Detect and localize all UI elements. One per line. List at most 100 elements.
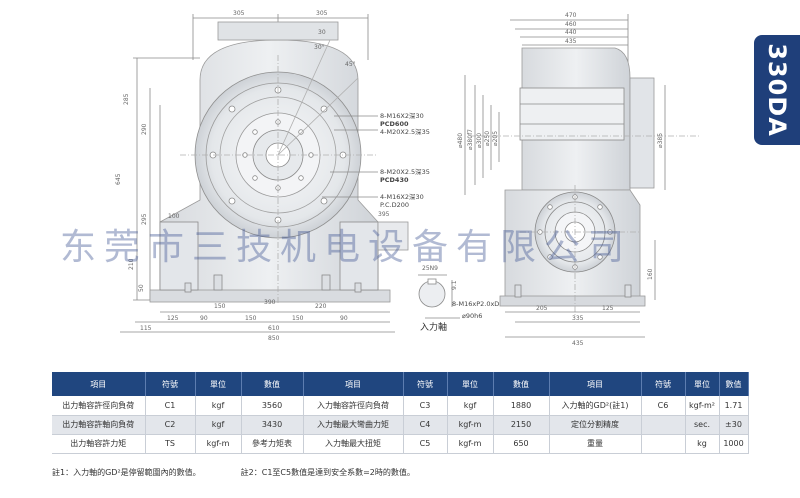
table-cell: 參考力矩表 (241, 434, 304, 454)
table-cell: 出力軸容許力矩 (52, 434, 146, 454)
footnotes: 註1：入力軸的GD²是停留範圍內的數值。 註2：C1至C5數值是達到安全系數=2… (52, 467, 415, 478)
header-item-2: 項目 (303, 372, 404, 396)
table-cell: 1880 (493, 396, 550, 416)
header-value-3: 數值 (719, 372, 749, 396)
table-cell: kg (685, 434, 720, 454)
dim-150-right: 150 (292, 315, 304, 322)
callout-8-m16: 8-M16X2深30 (380, 111, 424, 120)
header-unit-1: 單位 (195, 372, 242, 396)
model-number: 330DA (763, 43, 791, 137)
dim-435-bottom: 435 (572, 340, 584, 347)
dim-220: 220 (315, 303, 327, 310)
dim-30deg: 30° (314, 44, 325, 51)
dim-d385: ⌀385 (657, 133, 664, 148)
dim-150-left: 150 (245, 315, 257, 322)
dim-d205: ⌀205 (492, 131, 499, 146)
table-cell: kgf-m² (685, 396, 720, 416)
dim-150-top: 150 (214, 303, 226, 310)
table-cell: 3560 (241, 396, 304, 416)
dim-115: 115 (140, 325, 152, 332)
header-symbol-3: 符號 (641, 372, 686, 396)
header-value-2: 數值 (493, 372, 550, 396)
spec-table-header: 項目 符號 單位 數值 項目 符號 單位 數值 項目 符號 單位 數值 (52, 372, 749, 396)
dim-335: 335 (572, 315, 584, 322)
table-cell: C5 (403, 434, 448, 454)
table-cell: kgf (195, 415, 242, 435)
table-cell: C6 (641, 396, 686, 416)
dim-390: 390 (264, 299, 276, 306)
table-cell: 入力軸最大彎曲力矩 (303, 415, 404, 435)
dim-460: 460 (565, 21, 577, 28)
dim-285: 285 (123, 93, 130, 105)
dim-290: 290 (141, 123, 148, 135)
header-unit-3: 單位 (685, 372, 720, 396)
callout-90h6: ⌀90h6 (462, 312, 482, 320)
table-row: 出力軸容許力矩 TS kgf-m 參考力矩表 入力軸最大扭矩 C5 kgf-m … (52, 434, 749, 454)
callout-pcd200: P.C.D200 (380, 201, 409, 209)
table-cell: TS (145, 434, 196, 454)
header-item-1: 項目 (52, 372, 146, 396)
table-row: 出力軸容許徑向負荷 C1 kgf 3560 入力軸容許徑向負荷 C3 kgf 1… (52, 396, 749, 416)
table-cell: 3430 (241, 415, 304, 435)
note-2: 註2：C1至C5數值是達到安全系數=2時的數值。 (240, 468, 415, 477)
callout-4-m20: 4-M20X2.5深35 (380, 127, 430, 136)
dim-d300: ⌀300 (476, 133, 483, 148)
dim-305-left: 305 (233, 10, 245, 17)
dim-125-right: 125 (602, 305, 614, 312)
table-cell: 入力軸容許徑向負荷 (303, 396, 404, 416)
table-cell: C4 (403, 415, 448, 435)
dim-395: 395 (378, 211, 390, 218)
dim-90-left: 90 (200, 315, 208, 322)
callouts: 8-M16X2深30 PCD600 4-M20X2.5深35 8-M20X2.5… (380, 111, 430, 209)
dim-205-bottom: 205 (536, 305, 548, 312)
dim-470: 470 (565, 12, 577, 19)
callout-8-m16xp2: 8-M16xP2.0xDP30 (452, 300, 512, 308)
table-cell: C3 (403, 396, 448, 416)
callout-8-m20: 8-M20X2.5深35 (380, 167, 430, 176)
front-view-dimensions: 305 305 30 30° 45° 285 290 645 210 295 1… (115, 10, 390, 342)
dim-30: 30 (318, 29, 326, 36)
side-view (464, 14, 700, 338)
dim-160: 160 (647, 268, 654, 280)
table-cell: 2150 (493, 415, 550, 435)
table-cell: 1000 (719, 434, 749, 454)
dim-125: 125 (167, 315, 179, 322)
table-cell: 出力軸容許軸向負荷 (52, 415, 146, 435)
table-cell: 重量 (549, 434, 642, 454)
table-cell: C1 (145, 396, 196, 416)
dim-850: 850 (268, 335, 280, 342)
table-cell: sec. (685, 415, 720, 435)
drawing-svg: 305 305 30 30° 45° 285 290 645 210 295 1… (115, 10, 700, 347)
table-cell: 定位分割精度 (549, 415, 642, 435)
dim-100: 100 (168, 213, 180, 220)
dim-45deg: 45° (345, 61, 356, 68)
dim-610: 610 (268, 325, 280, 332)
header-symbol-2: 符號 (403, 372, 448, 396)
input-shaft-detail: 25N9 9.1 8-M16xP2.0xDP30 ⌀90h6 (418, 265, 512, 320)
dim-9-1: 9.1 (451, 280, 458, 290)
dim-25n9: 25N9 (422, 265, 438, 272)
callout-pcd430: PCD430 (380, 176, 409, 184)
header-item-3: 項目 (549, 372, 642, 396)
table-cell (641, 434, 686, 454)
dim-d250: ⌀250 (484, 131, 491, 146)
table-cell: ±30 (719, 415, 749, 435)
dim-440: 440 (565, 29, 577, 36)
table-row: 出力軸容許軸向負荷 C2 kgf 3430 入力軸最大彎曲力矩 C4 kgf-m… (52, 415, 749, 435)
dim-d480: ⌀480 (457, 133, 464, 148)
header-symbol-1: 符號 (145, 372, 196, 396)
dim-645: 645 (115, 173, 122, 185)
note-1: 註1：入力軸的GD²是停留範圍內的數值。 (52, 468, 201, 477)
input-shaft-label: 入力軸 (420, 323, 448, 333)
table-cell: 入力軸最大扭矩 (303, 434, 404, 454)
dim-295: 295 (141, 213, 148, 225)
table-cell: kgf-m (447, 434, 494, 454)
technical-drawing: 305 305 30 30° 45° 285 290 645 210 295 1… (115, 10, 700, 347)
dim-435-top: 435 (565, 38, 577, 45)
table-cell: 出力軸容許徑向負荷 (52, 396, 146, 416)
dim-210: 210 (128, 258, 135, 270)
callout-pcd600: PCD600 (380, 120, 409, 128)
spec-table: 項目 符號 單位 數值 項目 符號 單位 數值 項目 符號 單位 數值 出力軸容… (52, 372, 749, 454)
table-cell: kgf (195, 396, 242, 416)
table-cell (641, 415, 686, 435)
